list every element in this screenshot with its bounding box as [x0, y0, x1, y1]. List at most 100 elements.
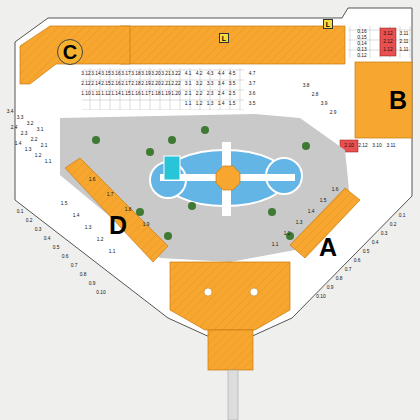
palm-tree: [201, 126, 209, 134]
room-number: 0.4: [372, 241, 379, 246]
site-outline: [15, 8, 412, 338]
room-number: 0.15: [357, 36, 366, 41]
node-label: D: [109, 213, 127, 238]
room-number: 2.1: [185, 92, 192, 97]
room-number: 3.17: [121, 72, 130, 77]
room-number: 2.22: [171, 82, 180, 87]
room-number: 2.4: [218, 92, 225, 97]
room-number: 3.15: [101, 72, 110, 77]
room-number: 0.7: [345, 268, 352, 273]
room-number: 3.1: [185, 82, 192, 87]
room-number: 1.2: [35, 154, 42, 159]
room-number: 0.14: [357, 42, 366, 47]
room-number: 3.11: [400, 32, 409, 37]
room-number: 1.19: [161, 92, 170, 97]
node-label: L: [326, 21, 330, 28]
room-number: 0.8: [336, 277, 343, 282]
room-number: 1.1: [45, 160, 52, 165]
room-number: 4.5: [229, 72, 236, 77]
room-number: 1.17: [141, 92, 150, 97]
room-number: 1.11: [92, 92, 101, 97]
room-number: 1.18: [151, 92, 160, 97]
room-number: 1.3: [207, 102, 214, 107]
room-number: 1.4: [218, 102, 225, 107]
room-number: 1.5: [320, 199, 327, 204]
room-number: 0.9: [327, 286, 334, 291]
room-number: 1.10: [81, 92, 90, 97]
kids-pool: [164, 156, 180, 180]
room-number: 1.1: [109, 250, 116, 255]
room-number: 3.7: [249, 82, 256, 87]
room-number: 2.2: [31, 138, 38, 143]
room-number: 2.17: [121, 82, 130, 87]
room-number: 3.2: [196, 82, 203, 87]
room-number: 2.15: [101, 82, 110, 87]
room-number: 3.8: [303, 84, 310, 89]
room-number: 1.12: [383, 48, 392, 53]
room-number: 1.4: [308, 210, 315, 215]
room-number: 2.8: [312, 93, 319, 98]
node-label: L: [222, 35, 226, 42]
palm-tree: [146, 148, 154, 156]
room-number: 2.10: [344, 144, 353, 149]
room-number: 0.9: [89, 282, 96, 287]
lift-marker: L: [219, 33, 229, 43]
room-number: 3.19: [141, 72, 150, 77]
room-grid: [348, 26, 412, 58]
room-number: 3.22: [171, 72, 180, 77]
room-number: 1.11: [400, 48, 409, 53]
roof-lines: [20, 26, 345, 84]
node-label: B: [389, 88, 407, 113]
room-number: 1.4: [73, 214, 80, 219]
room-number: 0.10: [96, 291, 105, 296]
room-number: 1.6: [89, 178, 96, 183]
dome: [250, 288, 258, 296]
pool-bar: [216, 166, 240, 190]
room-number: 3.11: [387, 144, 396, 149]
room-number: 2.14: [91, 82, 100, 87]
room-number: 1.20: [171, 92, 180, 97]
room-number: 0.12: [357, 54, 366, 59]
room-number: 4.2: [196, 72, 203, 77]
room-number: 1.3: [85, 226, 92, 231]
room-number: 3.3: [17, 116, 24, 121]
room-number: 1.2: [284, 232, 291, 237]
room-number: 1.1: [272, 243, 279, 248]
palm-trees: [92, 126, 310, 240]
room-number: 0.6: [354, 259, 361, 264]
room-number: 0.4: [44, 237, 51, 242]
room-number: 3.21: [161, 72, 170, 77]
room-number: 1.3: [25, 148, 32, 153]
room-number: 2.12: [81, 82, 90, 87]
room-number: 1.2: [196, 102, 203, 107]
room-number: 2.4: [11, 126, 18, 131]
palm-tree: [92, 136, 100, 144]
room-number: 3.3: [207, 82, 214, 87]
room-number: 1.5: [61, 202, 68, 207]
node-label: C: [63, 42, 77, 62]
palm-tree: [136, 208, 144, 216]
room-number: 3.4: [218, 82, 225, 87]
room-number: 0.7: [71, 264, 78, 269]
room-number: 0.3: [381, 232, 388, 237]
room-number: 0.2: [390, 223, 397, 228]
room-number: 1.2: [97, 238, 104, 243]
room-number: 2.2: [196, 92, 203, 97]
room-number: 4.7: [249, 72, 256, 77]
building-b: [355, 62, 412, 138]
room-number: 3.20: [151, 72, 160, 77]
room-number: 3.1: [37, 128, 44, 133]
room-number: 1.14: [111, 92, 120, 97]
roof-lines: [208, 330, 253, 370]
room-number: 0.16: [357, 30, 366, 35]
room-number: 1.16: [131, 92, 140, 97]
room-number: 1.5: [229, 102, 236, 107]
room-number: 2.3: [207, 92, 214, 97]
palm-tree: [188, 202, 196, 210]
building-letter: B: [387, 87, 409, 114]
room-number: 3.12: [383, 32, 392, 37]
room-number: 2.5: [229, 92, 236, 97]
highlighted-rooms: [380, 28, 396, 56]
room-number: 1.12: [101, 92, 110, 97]
